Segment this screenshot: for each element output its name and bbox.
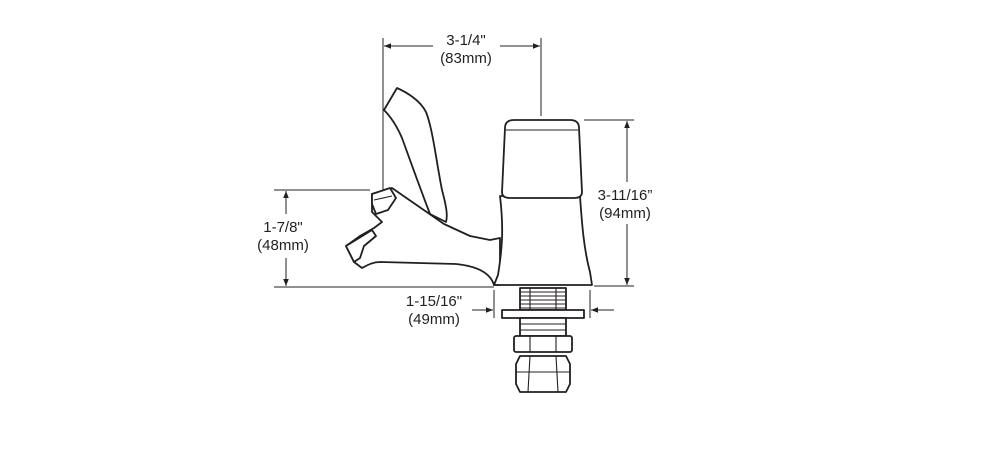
height-left-imperial: 1-7/8" [263, 219, 303, 236]
base-depth-metric: (49mm) [408, 311, 460, 328]
coupling-nut [515, 355, 571, 393]
height-right-imperial: 3-11/16” [598, 187, 653, 204]
washer-plate [501, 309, 585, 319]
height-right-metric: (94mm) [599, 205, 651, 222]
valve-cap [501, 119, 583, 199]
base-depth-imperial: 1-15/16" [406, 293, 462, 310]
valve-body [493, 195, 593, 286]
threaded-shank [519, 287, 567, 311]
lever-handle [383, 87, 448, 223]
height-left-metric: (48mm) [257, 237, 309, 254]
dimension-height-right: 3-11/16” (94mm) [584, 119, 653, 287]
dimension-base-depth: 1-15/16" (49mm) [406, 290, 614, 328]
screw [371, 187, 397, 215]
dimension-height-left: 1-7/8" (48mm) [257, 189, 494, 288]
faucet-illustration [345, 87, 593, 393]
width-top-imperial: 3-1/4" [446, 32, 486, 49]
lower-shank [519, 317, 567, 337]
nozzle-tip [345, 229, 377, 263]
width-top-metric: (83mm) [440, 50, 492, 67]
dimension-width-top: 3-1/4" (83mm) [382, 32, 542, 190]
lock-nut [513, 335, 573, 353]
